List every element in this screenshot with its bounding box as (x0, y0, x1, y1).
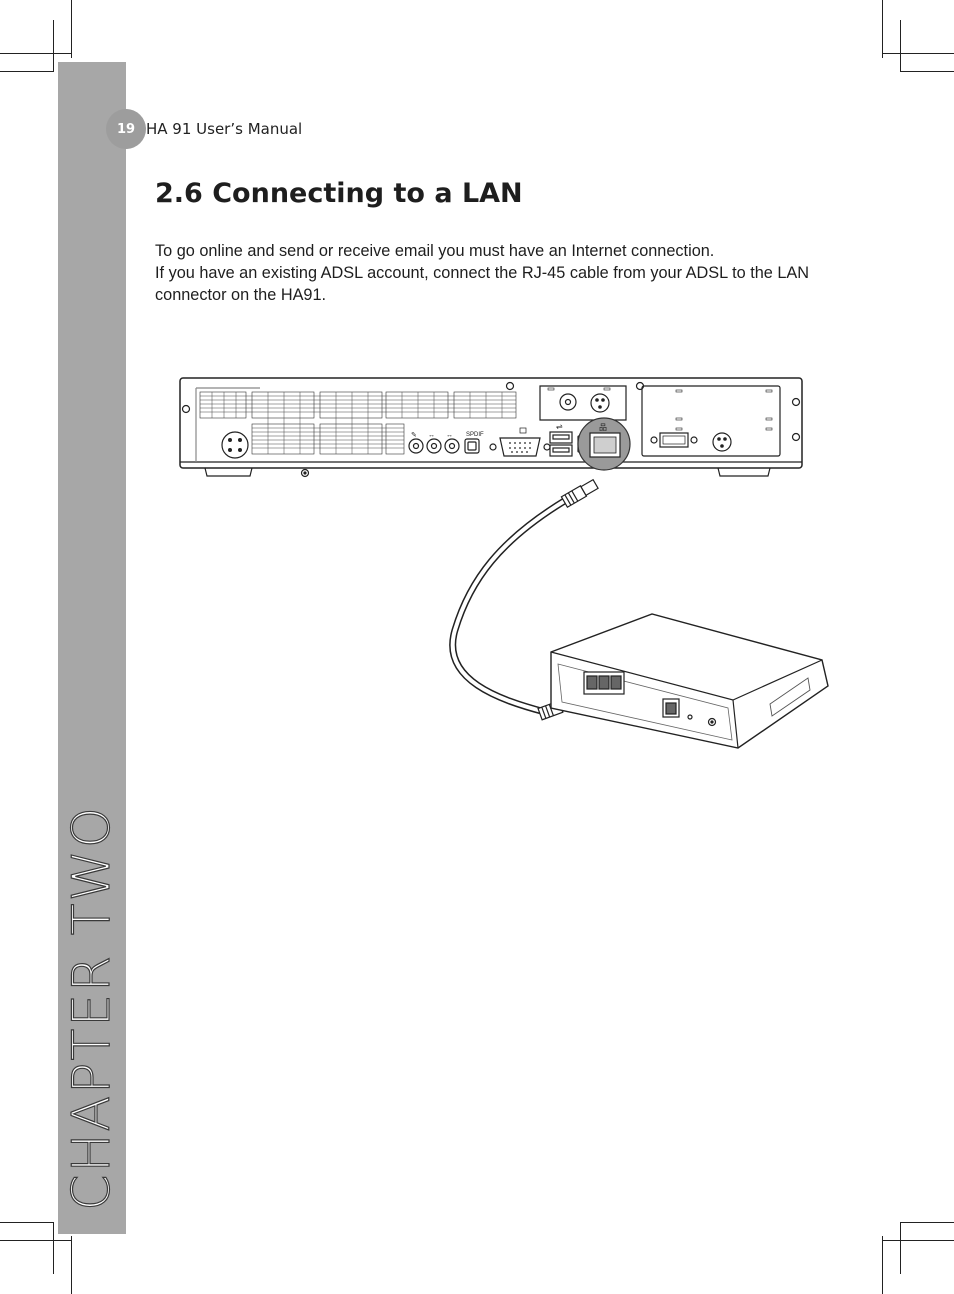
crop-mark (53, 20, 54, 72)
paragraph-adsl: If you have an existing ADSL account, co… (155, 264, 810, 304)
crop-mark (0, 71, 54, 72)
paragraph-internet: To go online and send or receive email y… (155, 242, 715, 260)
crop-mark (882, 53, 954, 54)
chapter-sidebar (58, 62, 126, 1234)
svg-text:品: 品 (599, 423, 607, 432)
adsl-modem (550, 613, 829, 749)
crop-mark (900, 1222, 954, 1223)
crop-mark (882, 1240, 954, 1241)
crop-mark (71, 0, 72, 58)
crop-mark (0, 1240, 72, 1241)
manual-title: HA 91 User’s Manual (146, 120, 303, 138)
crop-mark (900, 20, 901, 72)
crop-mark (53, 1222, 54, 1274)
crop-mark (900, 71, 954, 72)
crop-mark (882, 1236, 883, 1294)
crop-mark (0, 53, 72, 54)
svg-text:⇌: ⇌ (556, 422, 563, 431)
crop-mark (0, 1222, 54, 1223)
ha91-rear-panel: ✎ ↔ ↔ SPDIF ⇌ 品 (179, 377, 803, 478)
crop-mark (900, 1222, 901, 1274)
svg-text:↔: ↔ (428, 432, 435, 439)
spdif-label: SPDIF (466, 432, 484, 438)
page-number-badge: 19 (106, 109, 146, 149)
crop-mark (882, 0, 883, 58)
svg-text:↔: ↔ (446, 432, 453, 439)
section-body: To go online and send or receive email y… (155, 240, 845, 306)
crop-mark (71, 1236, 72, 1294)
section-heading: 2.6 Connecting to a LAN (155, 178, 523, 209)
svg-text:✎: ✎ (411, 432, 417, 439)
